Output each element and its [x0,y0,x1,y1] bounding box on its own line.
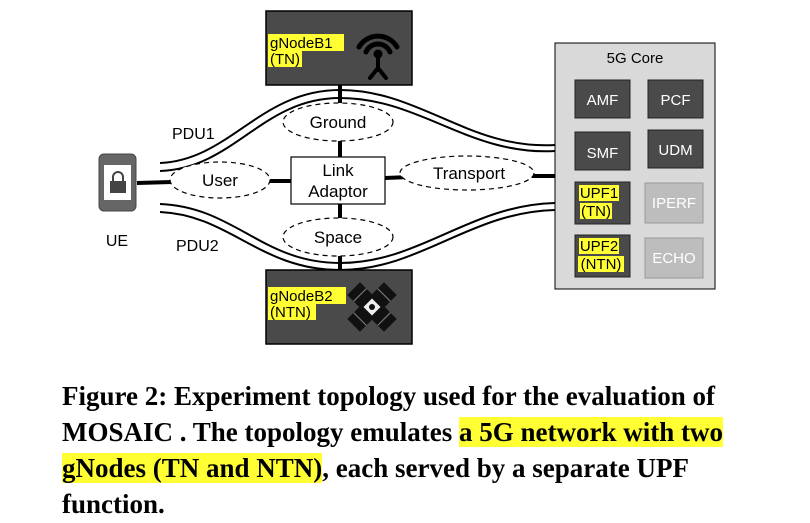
ground-label: Ground [310,113,367,132]
ground-ellipse [282,102,394,142]
pdu2-label: PDU2 [176,238,219,255]
space-ellipse [282,217,394,257]
link-adaptor-line1: Link [322,161,354,180]
upf1-sublabel: (TN) [581,203,611,220]
udm-label: UDM [658,142,692,159]
core-5g: 5G Core AMF PCF SMF UDM UPF1 (TN) IPERF … [554,42,716,290]
user-label: User [202,171,238,190]
user-ellipse [169,161,271,199]
phone-lock-icon [98,153,137,212]
caption-text: Figure 2: Experiment topology used for t… [62,381,715,447]
satellite-icon [347,282,397,332]
smf-label: SMF [587,145,619,162]
pdu1-label: PDU1 [172,126,215,143]
ue-device: UE [98,153,137,250]
link-adaptor-line2: Adaptor [308,182,368,201]
transport-label: Transport [433,164,505,183]
gnodeb2-label: gNodeB2 [270,288,333,305]
pcf-label: PCF [661,92,691,109]
link-adaptor-box: Link Adaptor [290,156,386,205]
figure-caption: Figure 2: Experiment topology used for t… [62,378,777,522]
gnodeb1-node: gNodeB1 (TN) [265,10,413,86]
upf2-sublabel: (NTN) [581,256,622,273]
gnodeb2-sublabel: (NTN) [270,304,311,321]
ue-label: UE [106,233,128,250]
antenna-icon [356,33,400,80]
diagram-svg: gNodeB1 (TN) gNodeB2 (NTN) [98,10,716,345]
transport-ellipse [399,155,535,191]
iperf-label: IPERF [652,195,696,212]
echo-label: ECHO [652,250,695,267]
core-title: 5G Core [607,50,664,67]
upf1-label: UPF1 [580,185,618,202]
gnodeb2-node: gNodeB2 (NTN) [265,269,413,345]
space-label: Space [314,228,362,247]
layer-ellipses [169,102,535,257]
gnodeb1-label: gNodeB1 [270,35,333,52]
caption-text-end: , each served by a separate UPF function… [62,453,688,519]
upf2-label: UPF2 [580,238,618,255]
gnodeb1-sublabel: (TN) [270,51,300,68]
amf-label: AMF [587,92,619,109]
